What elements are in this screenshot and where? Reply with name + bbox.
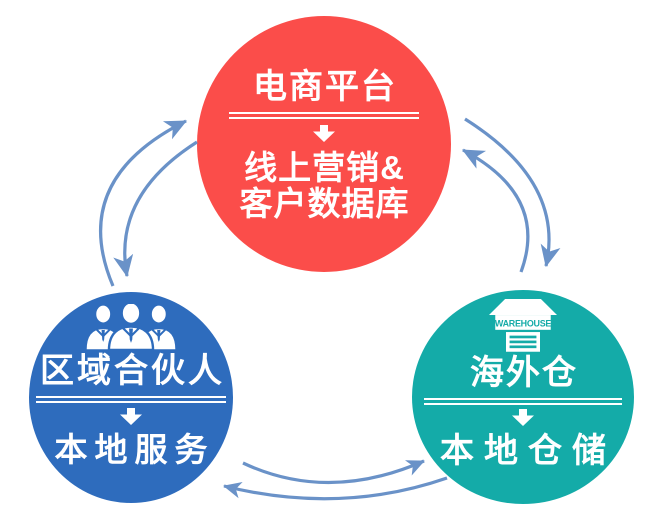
overseas-detail: 本地仓储 (440, 432, 616, 470)
overseas-divider (424, 398, 622, 405)
node-ecommerce-platform: 电商平台 线上营销& 客户数据库 (197, 16, 451, 272)
down-arrow-icon (313, 125, 335, 142)
down-arrow-icon (512, 409, 534, 426)
arrow-overseas-to-partners (223, 476, 448, 501)
ecommerce-detail-line1: 线上营销& (244, 149, 405, 186)
partners-detail: 本地服务 (54, 431, 215, 468)
ecommerce-detail-line2: 客户数据库 (239, 185, 410, 222)
arrow-ecommerce-to-overseas (464, 117, 561, 268)
team-icon (85, 304, 177, 350)
arrow-partners-to-ecommerce (98, 119, 188, 287)
arrow-ecommerce-to-partners (113, 140, 198, 278)
overseas-title: 海外仓 (470, 354, 578, 392)
warehouse-icon: WAREHOUSE (489, 298, 557, 352)
arrow-partners-to-overseas (242, 459, 425, 485)
down-arrow-icon (120, 408, 142, 425)
partners-title: 区域合伙人 (40, 352, 225, 390)
partners-divider (36, 396, 226, 403)
ecommerce-divider (229, 112, 419, 119)
arrow-overseas-to-ecommerce (461, 148, 530, 273)
ecommerce-title: 电商平台 (253, 68, 397, 106)
warehouse-icon-label: WAREHOUSE (495, 319, 551, 329)
node-overseas-warehouse: WAREHOUSE 海外仓 本地仓储 (412, 290, 634, 504)
node-regional-partners: 区域合伙人 本地服务 (29, 292, 233, 503)
